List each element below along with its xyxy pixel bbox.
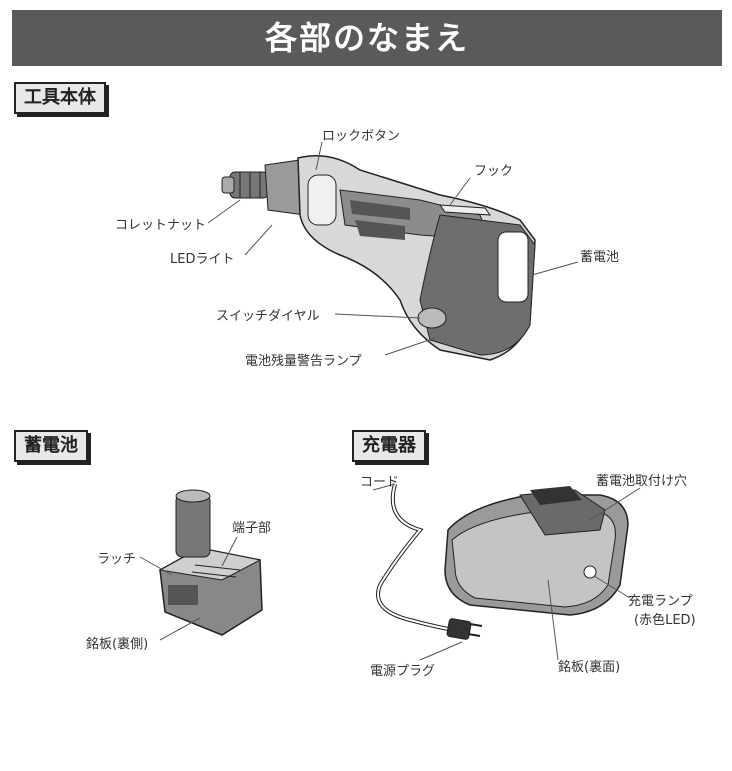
label-charger-nameplate: 銘板(裏面) xyxy=(558,660,621,675)
charger-illustration xyxy=(376,483,629,640)
label-led-light: LEDライト xyxy=(170,252,235,267)
label-battery-warning: 電池残量警告ランプ xyxy=(245,354,362,369)
label-battery: 蓄電池 xyxy=(580,250,620,265)
tool-illustration xyxy=(221,155,536,361)
label-lock-button: ロックボタン xyxy=(322,129,401,144)
page-title: 各部のなまえ xyxy=(12,10,722,66)
label-charge-lamp: 充電ランプ xyxy=(628,594,693,609)
label-battery-nameplate: 銘板(裏側) xyxy=(86,637,149,652)
label-collet-nut: コレットナット xyxy=(115,218,207,233)
charger-section-heading: 充電器 xyxy=(352,430,426,462)
label-latch: ラッチ xyxy=(97,552,137,567)
label-plug: 電源プラグ xyxy=(370,664,436,679)
tool-section-heading: 工具本体 xyxy=(14,82,106,114)
label-hook: フック xyxy=(474,164,514,179)
battery-section-heading: 蓄電池 xyxy=(14,430,88,462)
battery-illustration xyxy=(158,489,263,636)
label-switch-dial: スイッチダイヤル xyxy=(216,309,320,324)
label-charge-lamp-note: (赤色LED) xyxy=(634,613,696,628)
label-cord: コード xyxy=(360,475,400,490)
label-battery-slot: 蓄電池取付け穴 xyxy=(596,474,688,489)
label-terminal: 端子部 xyxy=(232,521,272,536)
